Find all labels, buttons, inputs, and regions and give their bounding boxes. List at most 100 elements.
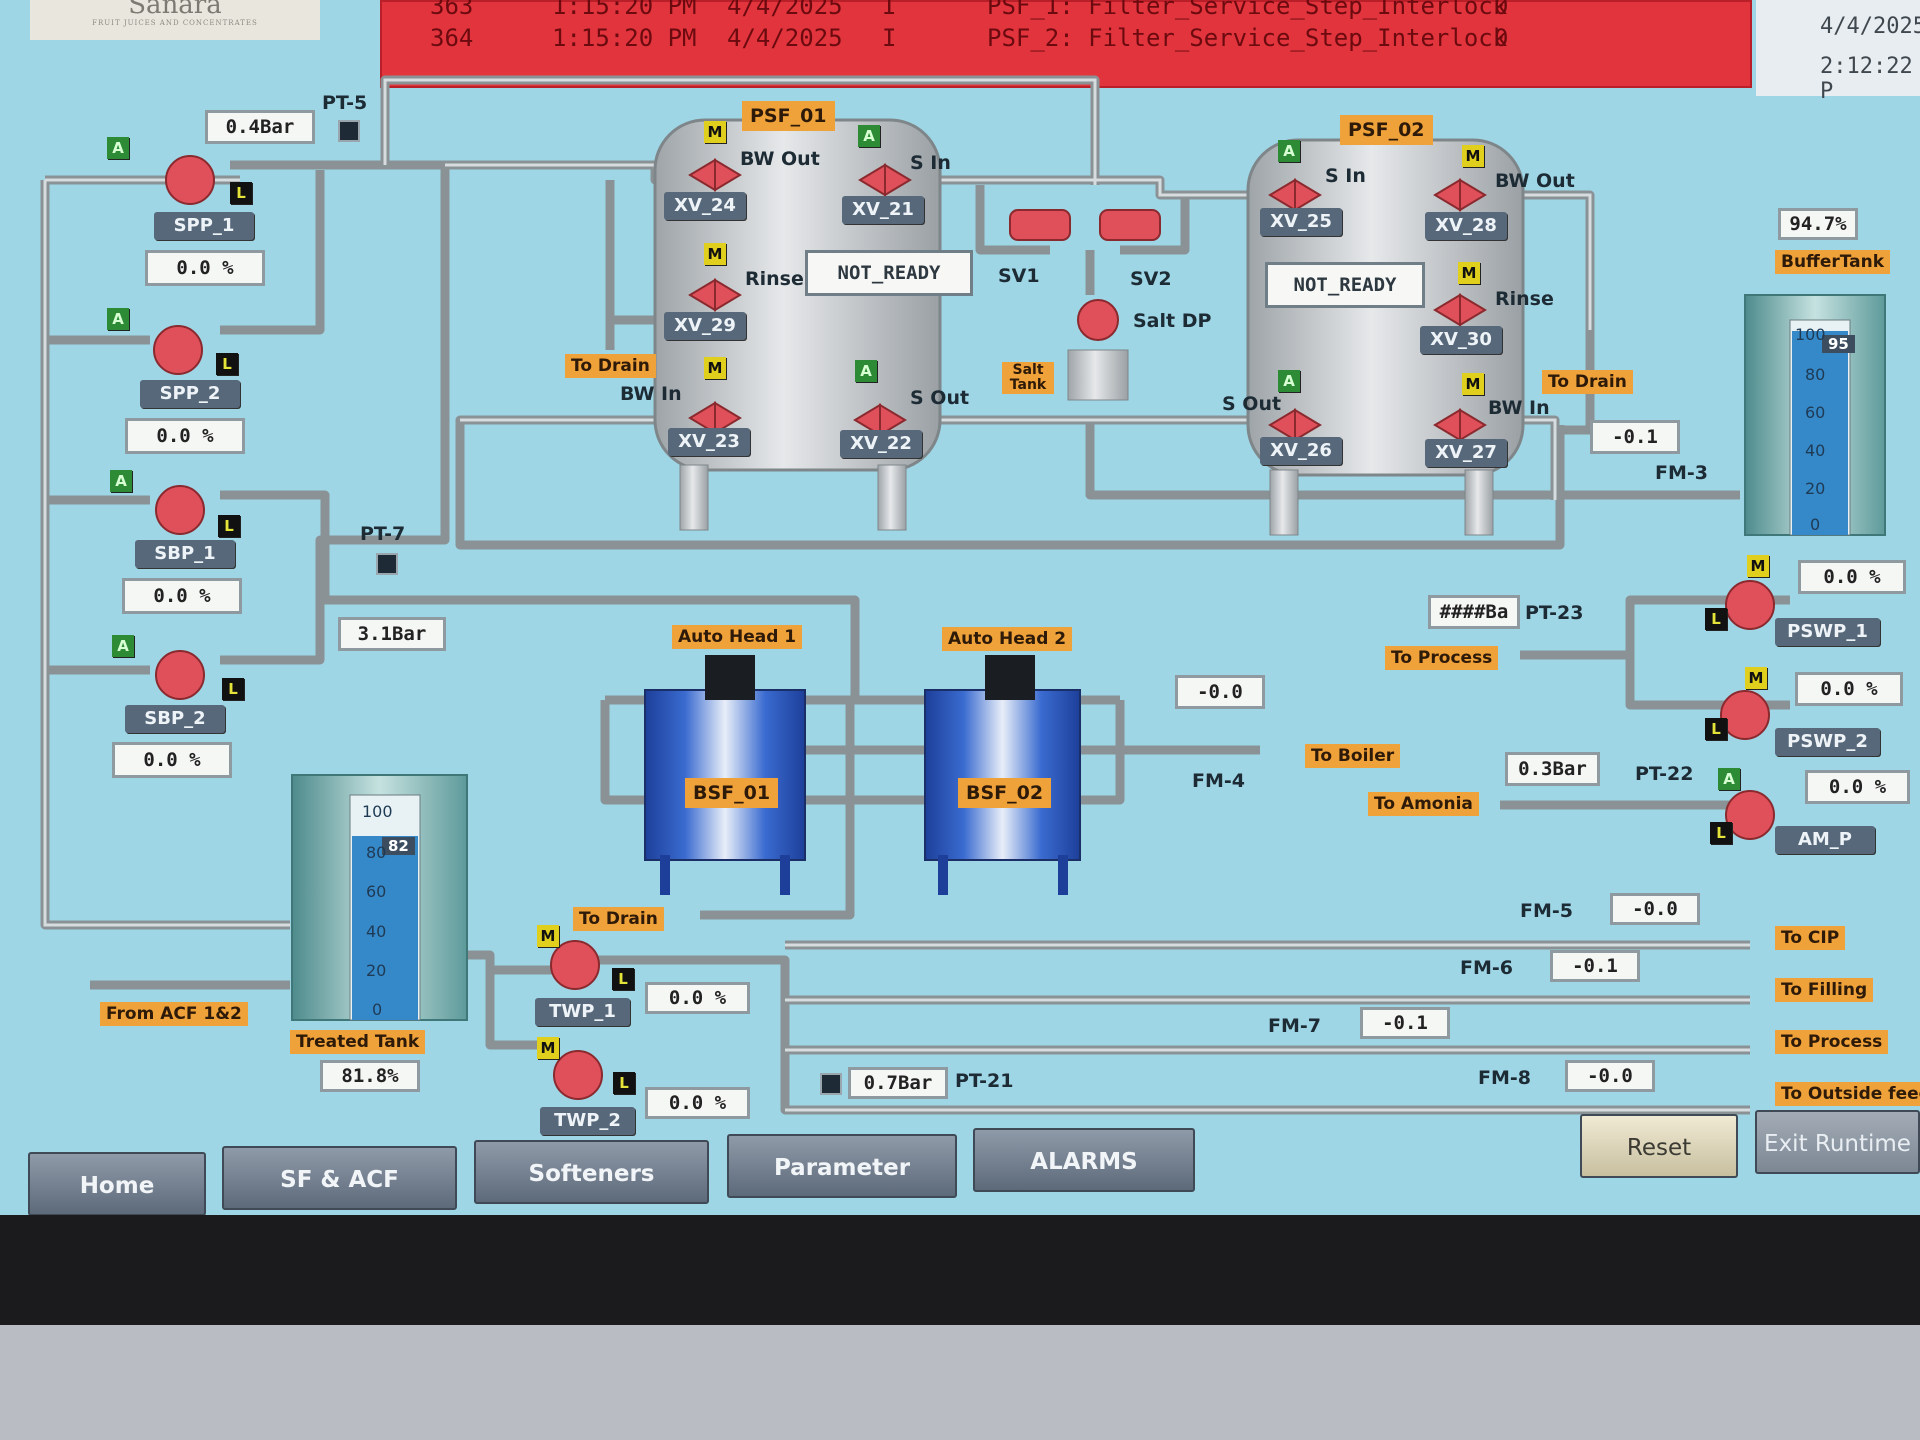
psf01-bw-in-label: BW In	[620, 383, 682, 405]
treated-tick: 40	[366, 922, 387, 941]
psf02-s-in-label: S In	[1325, 165, 1366, 187]
nav-parameter-button[interactable]: Parameter	[727, 1134, 957, 1198]
nav-sf-acf-button[interactable]: SF & ACF	[222, 1146, 457, 1210]
sbp1-speed: 0.0 %	[122, 578, 242, 614]
buffer-tick: 100	[1795, 325, 1826, 344]
psf02-title: PSF_02	[1340, 115, 1433, 145]
auto-badge: A	[855, 360, 877, 382]
fm6-label: FM-6	[1460, 957, 1513, 979]
local-badge: L	[613, 1072, 635, 1094]
alarm-row[interactable]: 363 1:15:20 PM 4/4/2025 I PSF_1: Filter_…	[382, 0, 1750, 26]
psf01-status: NOT_READY	[805, 250, 973, 296]
pump-twp1[interactable]: TWP_1	[535, 998, 630, 1026]
pt5-value: 0.4Bar	[205, 110, 315, 144]
treated-tick: 100	[362, 802, 393, 821]
manual-badge: M	[704, 243, 726, 265]
treated-tank-percent: 81.8%	[320, 1060, 420, 1092]
bsf01-label: BSF_01	[685, 778, 779, 808]
psf01-s-in-label: S In	[910, 152, 951, 174]
pump-am-p[interactable]: AM_P	[1775, 826, 1875, 854]
pump-spp2[interactable]: SPP_2	[140, 380, 240, 408]
valve-xv24[interactable]: XV_24	[664, 192, 746, 220]
process-diagram	[40, 75, 1886, 1115]
alarm-time: 1:15:20 PM	[552, 0, 697, 20]
pump-sbp1[interactable]: SBP_1	[135, 540, 235, 568]
auto-badge: A	[107, 308, 129, 330]
psf02-bw-in-label: BW In	[1488, 397, 1550, 419]
reset-button[interactable]: Reset	[1580, 1114, 1738, 1178]
pswp2-speed: 0.0 %	[1795, 672, 1903, 706]
pump-twp2[interactable]: TWP_2	[540, 1107, 635, 1135]
pt7-label: PT-7	[360, 523, 406, 545]
fm3-label: FM-3	[1655, 462, 1708, 484]
auto-badge: A	[1278, 370, 1300, 392]
pt7-value: 3.1Bar	[338, 617, 446, 651]
logo-text: Sanara	[128, 0, 222, 20]
local-badge: L	[612, 968, 634, 990]
pt22-label: PT-22	[1635, 763, 1694, 785]
psf01-title: PSF_01	[742, 101, 835, 131]
treated-tick: 60	[366, 882, 387, 901]
manual-badge: M	[1458, 262, 1480, 284]
valve-symbols	[688, 158, 1487, 442]
psf01-rinse-label: Rinse	[745, 268, 804, 290]
local-badge: L	[222, 678, 244, 700]
treated-tank-level-fill	[352, 835, 418, 1020]
to-drain-label: To Drain	[565, 354, 656, 378]
treated-tick: 20	[366, 961, 387, 980]
pswp1-speed: 0.0 %	[1798, 560, 1906, 594]
buffer-tick: 80	[1805, 365, 1826, 384]
pump-spp1[interactable]: SPP_1	[154, 212, 254, 240]
bsf02-label: BSF_02	[958, 778, 1052, 808]
valve-xv21[interactable]: XV_21	[842, 196, 924, 224]
alarm-date: 4/4/2025	[727, 24, 843, 52]
monitor-frame	[0, 1325, 1920, 1440]
buffer-tick: 20	[1805, 479, 1826, 498]
nav-alarms-button[interactable]: ALARMS	[973, 1128, 1195, 1192]
manual-badge: M	[537, 925, 559, 947]
to-amonia-label: To Amonia	[1368, 792, 1479, 816]
auto-badge: A	[1718, 768, 1740, 790]
to-drain-label: To Drain	[573, 907, 664, 931]
nav-softeners-button[interactable]: Softeners	[474, 1140, 709, 1204]
pump-pswp1[interactable]: PSWP_1	[1775, 618, 1880, 646]
pump-pswp2[interactable]: PSWP_2	[1775, 728, 1880, 756]
valve-xv29[interactable]: XV_29	[664, 312, 746, 340]
buffer-tank-label: BufferTank	[1775, 250, 1891, 274]
valve-xv30[interactable]: XV_30	[1420, 326, 1502, 354]
alarm-count: 0	[1494, 0, 1509, 20]
bsf-tanks	[644, 655, 1081, 895]
manual-badge: M	[1462, 373, 1484, 395]
valve-xv27[interactable]: XV_27	[1425, 439, 1507, 467]
salt-dp-label: Salt DP	[1133, 310, 1212, 332]
buffer-tick: 40	[1805, 441, 1826, 460]
valve-xv25[interactable]: XV_25	[1260, 208, 1342, 236]
pump-sbp2[interactable]: SBP_2	[125, 705, 225, 733]
psf02-bw-out-label: BW Out	[1495, 170, 1575, 192]
exit-runtime-button[interactable]: Exit Runtime	[1755, 1110, 1920, 1174]
fm5-value: -0.0	[1610, 893, 1700, 925]
valve-xv22[interactable]: XV_22	[840, 430, 922, 458]
fm8-value: -0.0	[1565, 1060, 1655, 1092]
from-acf-label: From ACF 1&2	[100, 1002, 248, 1026]
auto-badge: A	[112, 635, 134, 657]
fm4-label: FM-4	[1192, 770, 1245, 792]
alarm-row[interactable]: 364 1:15:20 PM 4/4/2025 I PSF_2: Filter_…	[382, 24, 1750, 58]
pump-symbols	[153, 155, 1775, 1100]
company-logo: Sanara FRUIT JUICES AND CONCENTRATES	[30, 0, 320, 40]
buffer-tank-level-fill	[1792, 330, 1848, 535]
fm5-label: FM-5	[1520, 900, 1573, 922]
nav-home-button[interactable]: Home	[28, 1152, 206, 1215]
buffer-tank-level-value: 95	[1822, 335, 1855, 353]
alarm-banner[interactable]: 363 1:15:20 PM 4/4/2025 I PSF_1: Filter_…	[380, 0, 1752, 88]
sbp2-speed: 0.0 %	[112, 742, 232, 778]
valve-xv28[interactable]: XV_28	[1425, 212, 1507, 240]
logo-subtitle: FRUIT JUICES AND CONCENTRATES	[92, 19, 258, 27]
alarm-message: PSF_2: Filter_Service_Step_Interlock	[987, 24, 1508, 52]
treated-tick: 80	[366, 843, 387, 862]
psf02-rinse-label: Rinse	[1495, 288, 1554, 310]
valve-xv23[interactable]: XV_23	[668, 428, 750, 456]
to-boiler-label: To Boiler	[1305, 744, 1401, 768]
valve-xv26[interactable]: XV_26	[1260, 437, 1342, 465]
pressure-transmitter-icon	[338, 120, 360, 142]
